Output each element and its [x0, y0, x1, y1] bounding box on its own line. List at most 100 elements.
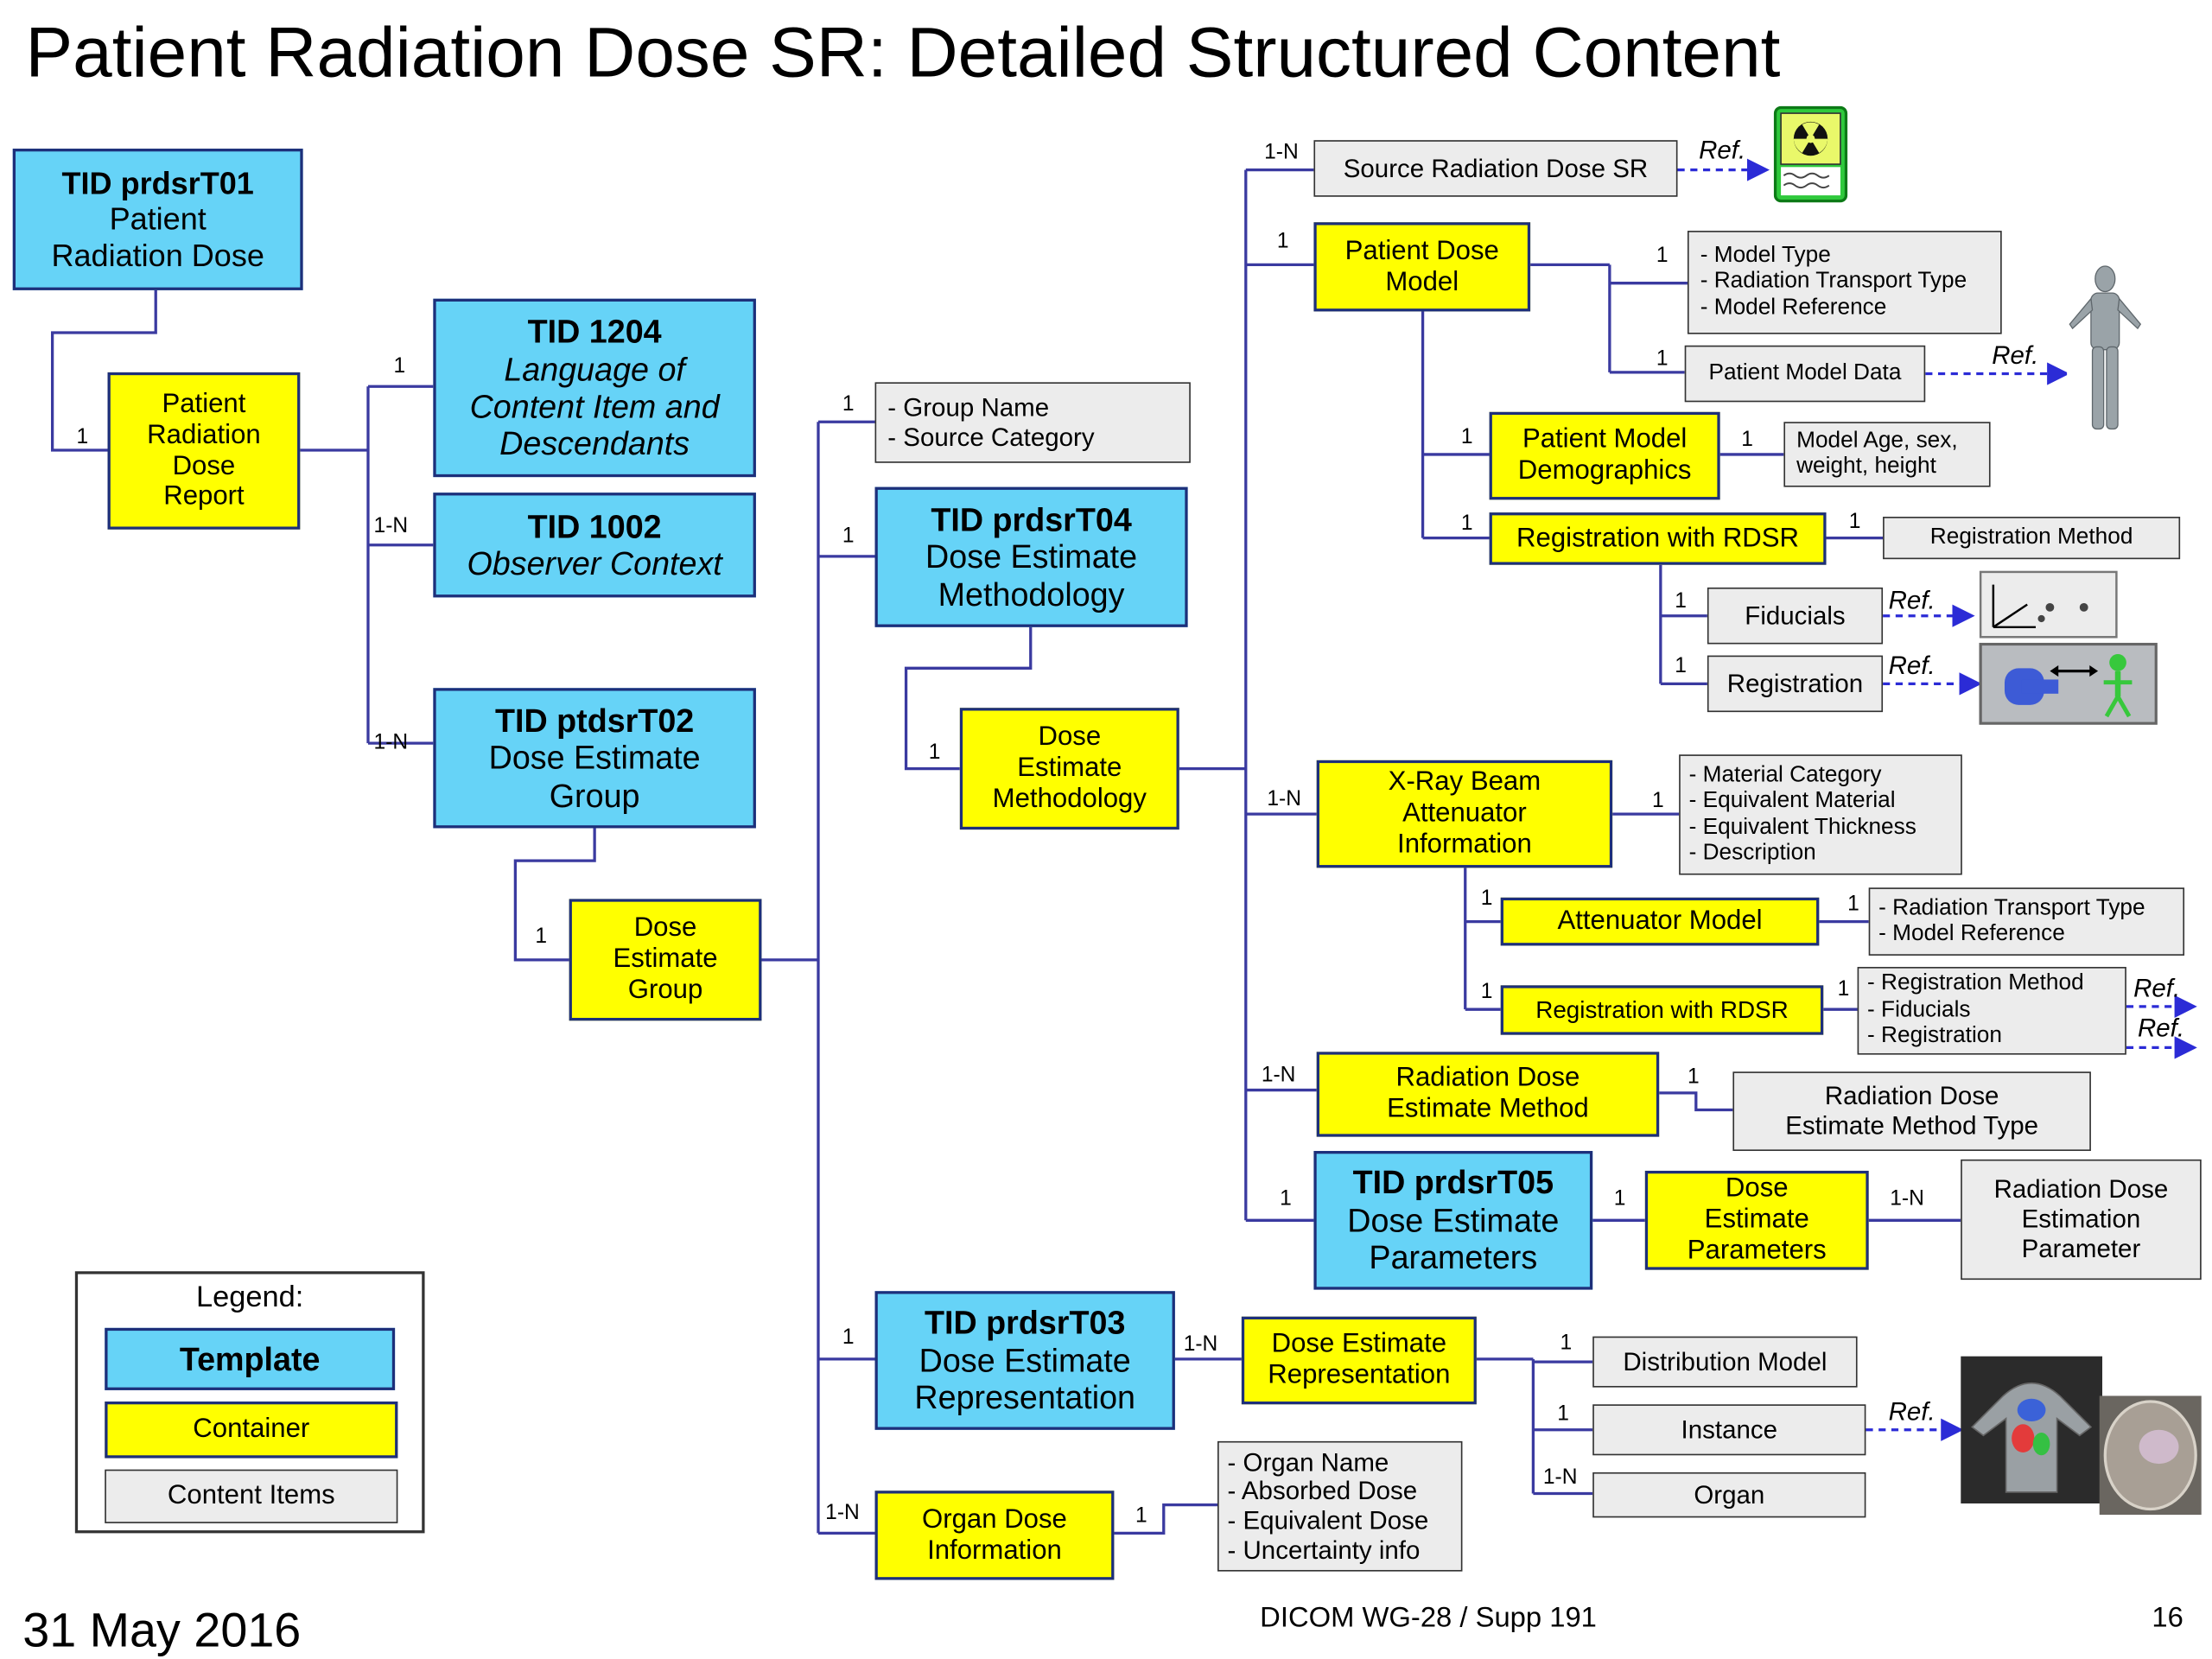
ref-label: Ref.	[1888, 651, 1936, 680]
template-id: TID 1002	[527, 507, 662, 545]
container-line: Estimate Method	[1387, 1094, 1589, 1124]
item-line: Model Age, sex,	[1796, 428, 1958, 453]
footer-center: DICOM WG-28 / Supp 191	[1260, 1602, 1597, 1634]
item-model-age-sex: Model Age, sex, weight, height	[1783, 422, 1991, 487]
legend-title: Legend:	[195, 1281, 304, 1314]
container-line: Dose	[172, 450, 236, 481]
item-line: - Registration Method	[1867, 971, 2084, 996]
item-line: Registration Method	[1929, 524, 2133, 550]
cardinality-label: 1	[1656, 243, 1669, 268]
cardinality-label: 1	[1480, 979, 1493, 1004]
template-line: Representation	[914, 1379, 1135, 1416]
container-line: Estimate	[613, 944, 718, 975]
cardinality-label: 1	[1837, 976, 1850, 1001]
item-line: Patient Model Data	[1708, 360, 1902, 385]
cardinality-label: 1-N	[373, 513, 409, 538]
container-line: Dose	[1725, 1173, 1789, 1205]
item-line: - Absorbed Dose	[1227, 1477, 1418, 1506]
container-line: Dose	[633, 913, 697, 944]
container-dose-estimate-parameters: Dose Estimate Parameters	[1644, 1170, 1869, 1270]
container-line: Attenuator	[1402, 798, 1527, 829]
container-dose-estimate-methodology: Dose Estimate Methodology	[959, 708, 1179, 830]
template-prdsrT04: TID prdsrT04 Dose Estimate Methodology	[874, 486, 1188, 627]
template-line: Descendants	[499, 425, 690, 462]
item-estimation-parameter: Radiation Dose Estimation Parameter	[1961, 1159, 2202, 1281]
item-registration: Registration	[1707, 655, 1884, 713]
ref-label: Ref.	[1992, 340, 2039, 370]
cardinality-label: 1	[1656, 346, 1669, 372]
container-line: Representation	[1268, 1360, 1451, 1390]
container-line: Registration with RDSR	[1516, 523, 1800, 553]
legend-container: Container	[105, 1402, 398, 1459]
template-line: Language of	[504, 350, 685, 388]
container-line: Information	[1397, 829, 1532, 860]
container-line: Parameters	[1687, 1236, 1827, 1266]
item-patient-model-data: Patient Model Data	[1684, 345, 1926, 403]
cardinality-label: 1-N	[825, 1500, 860, 1525]
container-registration-with-rdsr-2: Registration with RDSR	[1500, 985, 1824, 1035]
container-line: Methodology	[992, 784, 1147, 814]
container-line: Organ Dose	[922, 1504, 1067, 1535]
page-title: Patient Radiation Dose SR: Detailed Stru…	[25, 12, 1781, 92]
container-attenuator-model: Attenuator Model	[1500, 897, 1820, 946]
template-prdsrT01: TID prdsrT01 Patient Radiation Dose	[12, 149, 303, 290]
ref-label: Ref.	[1699, 136, 1746, 165]
item-group-name: - Group Name - Source Category	[874, 382, 1191, 463]
item-organ: Organ	[1592, 1471, 1866, 1518]
item-line: Registration	[1726, 669, 1864, 698]
item-registration-fiducials: - Registration Method - Fiducials - Regi…	[1857, 967, 2126, 1055]
cardinality-label: 1	[1460, 511, 1473, 536]
item-registration-method: Registration Method	[1883, 517, 2181, 560]
item-line: Parameter	[2021, 1234, 2141, 1263]
template-prdsrT03: TID prdsrT03 Dose Estimate Representatio…	[874, 1291, 1175, 1430]
item-line: - Uncertainty info	[1227, 1535, 1421, 1564]
ref-label: Ref.	[1888, 586, 1936, 615]
cardinality-label: 1-N	[1267, 786, 1301, 811]
item-line: - Equivalent Material	[1688, 788, 1896, 813]
container-line: Group	[627, 975, 703, 1006]
container-registration-with-rdsr: Registration with RDSR	[1489, 512, 1827, 565]
cardinality-label: 1	[1652, 788, 1664, 813]
container-line: Radiation Dose	[1395, 1063, 1580, 1094]
item-instance: Instance	[1592, 1404, 1866, 1456]
item-distribution-model: Distribution Model	[1592, 1336, 1858, 1388]
item-line: - Equivalent Dose	[1227, 1506, 1429, 1535]
ref-label: Ref.	[2133, 974, 2181, 1002]
item-line: Instance	[1681, 1414, 1778, 1444]
cardinality-label: 1	[1847, 892, 1859, 917]
item-radiation-transport-type: - Radiation Transport Type - Model Refer…	[1868, 887, 2185, 956]
container-line: Radiation	[147, 420, 261, 450]
template-1002: TID 1002 Observer Context	[433, 493, 756, 598]
cardinality-label: 1	[1280, 1185, 1292, 1211]
container-line: Patient Model	[1522, 424, 1688, 455]
cardinality-label: 1-N	[373, 730, 409, 755]
container-line: Dose Estimate	[1271, 1329, 1447, 1360]
template-id: TID prdsrT05	[1352, 1164, 1554, 1201]
item-line: - Description	[1688, 841, 1816, 865]
item-line: - Equivalent Thickness	[1688, 814, 1916, 839]
cardinality-label: 1	[535, 924, 547, 949]
cardinality-label: 1	[1675, 653, 1687, 678]
container-line: Estimate	[1704, 1205, 1809, 1235]
page-number: 16	[2152, 1602, 2183, 1634]
cardinality-label: 1-N	[1264, 140, 1299, 165]
container-line: Estimate	[1017, 753, 1122, 784]
cardinality-label: 1	[393, 353, 406, 378]
cardinality-label: 1	[1560, 1331, 1573, 1355]
cardinality-label: 1	[842, 524, 855, 549]
registration-icon	[1979, 642, 2158, 725]
human-model-icon	[2067, 258, 2144, 441]
cardinality-label: 1	[1613, 1185, 1626, 1211]
item-line: weight, height	[1796, 454, 1936, 479]
item-line: Organ	[1694, 1480, 1765, 1509]
container-line: Patient	[162, 389, 246, 419]
cardinality-label: 1	[1135, 1503, 1147, 1528]
container-line: Registration with RDSR	[1535, 995, 1789, 1024]
cardinality-label: 1	[1460, 424, 1473, 449]
item-line: Radiation Dose	[1993, 1175, 2169, 1205]
item-line: Estimation	[2021, 1205, 2141, 1234]
item-line: - Model Reference	[1700, 295, 1887, 320]
legend-content-items: Content Items	[105, 1469, 398, 1523]
